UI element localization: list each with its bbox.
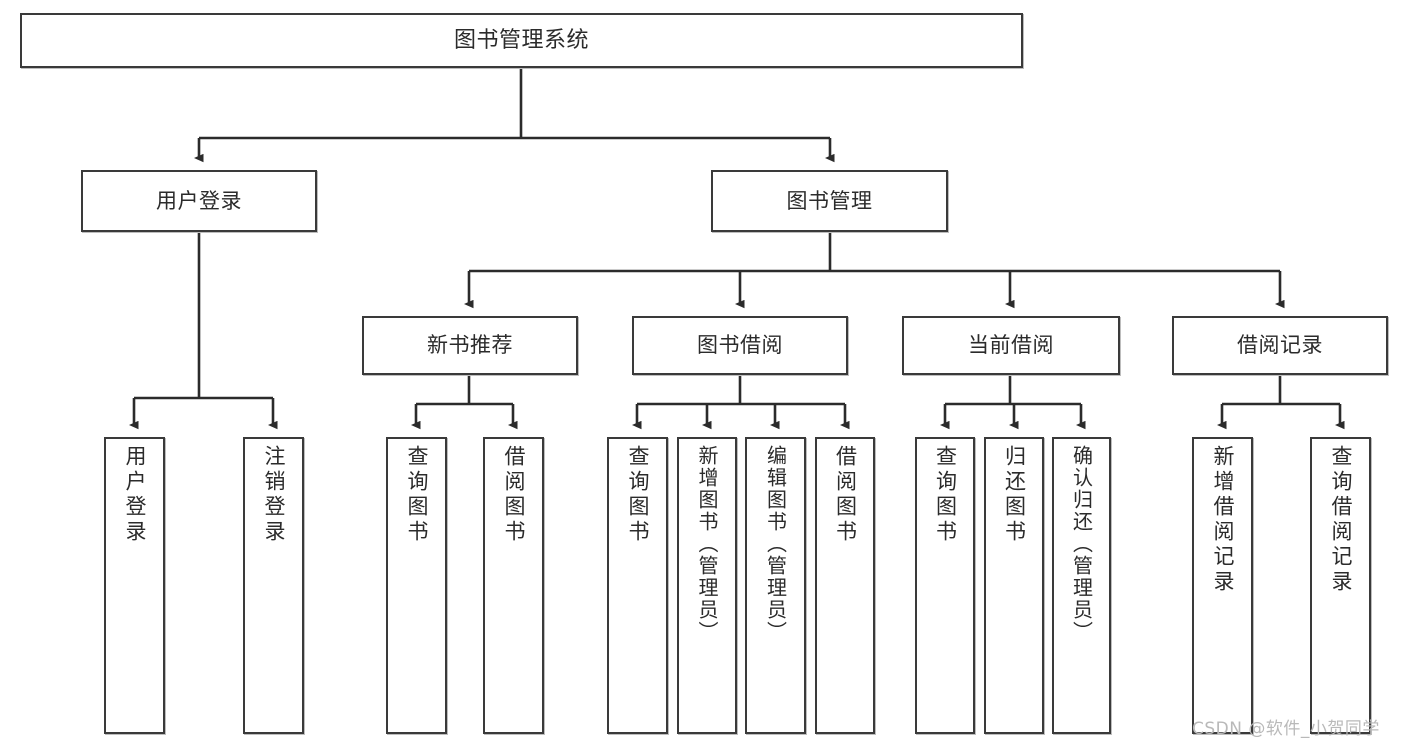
node-user-login-label: 用户登录 [156, 188, 242, 213]
node-leaf-query-book-2[interactable]: 查询图书 [607, 437, 668, 734]
node-user-login[interactable]: 用户登录 [81, 170, 317, 232]
node-current-borrow[interactable]: 当前借阅 [902, 316, 1120, 375]
node-current-borrow-label: 当前借阅 [968, 333, 1054, 358]
node-leaf-user-logout-label: 注销登录 [262, 445, 286, 545]
node-leaf-confirm-return-label: 确认归还（管理员） [1069, 445, 1094, 643]
node-book-borrow[interactable]: 图书借阅 [632, 316, 848, 375]
node-new-book-recommend-label: 新书推荐 [427, 333, 513, 358]
node-leaf-edit-book[interactable]: 编辑图书（管理员） [745, 437, 806, 734]
node-leaf-borrow-book-2-label: 借阅图书 [833, 445, 858, 545]
node-borrow-record[interactable]: 借阅记录 [1172, 316, 1388, 375]
node-leaf-add-book[interactable]: 新增图书（管理员） [677, 437, 737, 734]
node-leaf-return-book-label: 归还图书 [1002, 445, 1027, 545]
node-book-borrow-label: 图书借阅 [697, 333, 783, 358]
node-leaf-query-record[interactable]: 查询借阅记录 [1310, 437, 1371, 734]
node-root-label: 图书管理系统 [453, 27, 589, 53]
node-leaf-query-book-3[interactable]: 查询图书 [915, 437, 975, 734]
node-root[interactable]: 图书管理系统 [20, 13, 1023, 68]
node-leaf-query-record-label: 查询借阅记录 [1329, 445, 1353, 595]
node-leaf-query-book-3-label: 查询图书 [933, 445, 958, 545]
node-leaf-query-book-2-label: 查询图书 [626, 445, 650, 545]
node-leaf-confirm-return[interactable]: 确认归还（管理员） [1052, 437, 1111, 734]
node-book-manage[interactable]: 图书管理 [711, 170, 948, 232]
node-book-manage-label: 图书管理 [786, 188, 873, 213]
node-leaf-user-login-label: 用户登录 [123, 445, 147, 545]
node-leaf-return-book[interactable]: 归还图书 [984, 437, 1044, 734]
node-new-book-recommend[interactable]: 新书推荐 [362, 316, 578, 375]
node-leaf-add-record[interactable]: 新增借阅记录 [1192, 437, 1253, 734]
node-leaf-borrow-book-1[interactable]: 借阅图书 [483, 437, 544, 734]
node-leaf-add-book-label: 新增图书（管理员） [695, 445, 719, 643]
node-leaf-edit-book-label: 编辑图书（管理员） [763, 445, 788, 643]
node-leaf-query-book-1[interactable]: 查询图书 [386, 437, 447, 734]
node-leaf-user-logout[interactable]: 注销登录 [243, 437, 304, 734]
node-leaf-query-book-1-label: 查询图书 [405, 445, 429, 545]
node-leaf-borrow-book-1-label: 借阅图书 [502, 445, 526, 545]
csdn-watermark: CSDN @软件_小贺同学 [1192, 719, 1380, 739]
node-leaf-user-login[interactable]: 用户登录 [104, 437, 165, 734]
node-leaf-borrow-book-2[interactable]: 借阅图书 [815, 437, 875, 734]
node-leaf-add-record-label: 新增借阅记录 [1211, 445, 1235, 595]
node-borrow-record-label: 借阅记录 [1237, 333, 1323, 358]
